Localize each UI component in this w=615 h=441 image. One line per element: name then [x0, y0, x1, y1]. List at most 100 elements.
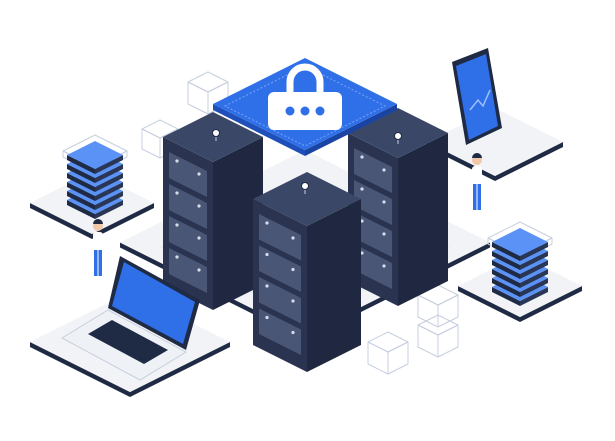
tower-right-layer-2-right-face [520, 260, 548, 279]
connector-node [212, 129, 220, 137]
rack-back-right-led [382, 232, 386, 236]
phone-screen [456, 54, 498, 140]
man-leg [477, 184, 481, 210]
rack-back-right-led [382, 200, 386, 204]
wire-cube-1-top-face [141, 119, 179, 139]
data-layer-towers [62, 134, 553, 306]
lock-shackle [286, 63, 324, 92]
laptop-screen [112, 262, 195, 344]
tower-right-layer-5-left-face [492, 287, 520, 306]
lock-panel [212, 58, 402, 194]
lock-dot [300, 106, 310, 116]
tower-left-layer-0-right-face [95, 155, 123, 174]
rack-front [253, 172, 361, 372]
rack-back-right-drive-0 [354, 148, 392, 193]
tower-left-layer-5-left-face [67, 200, 95, 219]
man-leg [473, 184, 477, 210]
tower-left-layer-4-left-face [67, 191, 95, 210]
rack-back-right-drive-1 [354, 180, 392, 225]
tower-right-layer-0-right-face [520, 242, 548, 261]
rack-back-right-drive-2 [354, 212, 392, 257]
rack-back-left-led [175, 223, 179, 227]
tower-left-layer-2-left-face [67, 173, 95, 192]
wire-cube-2 [367, 331, 409, 375]
tower-left-layer-5-right-face [95, 200, 123, 219]
tower-right [487, 221, 553, 306]
wire-cube-4-top-face [417, 314, 459, 336]
man-hair [472, 153, 482, 158]
lock-icon [268, 63, 342, 130]
man-torso [472, 166, 482, 184]
rack-front-top-face [253, 172, 361, 226]
rack-back-left-drive-3 [169, 248, 207, 293]
tower-left-layer-0-left-face [67, 155, 95, 174]
tower-left-layer-2-right-face [95, 173, 123, 192]
tower-right-layer-2-left-face [492, 260, 520, 279]
tower-left-layer-0 [67, 141, 123, 174]
platform-laptop-right-face [130, 342, 230, 397]
phone [452, 48, 502, 145]
tower-left-layer-3-right-face [95, 182, 123, 201]
tower-left-layer-1-right-face [95, 164, 123, 183]
man [472, 153, 482, 210]
rack-back-left-led [175, 191, 179, 195]
chart-line [469, 89, 491, 111]
rack-back-right-led [360, 187, 364, 191]
tower-right-layer-3-left-face [492, 269, 520, 288]
rack-front-led [265, 252, 269, 257]
lock-dot [285, 106, 295, 116]
connector-node [394, 132, 402, 140]
woman-leg [98, 250, 102, 276]
rack-front-led [265, 315, 269, 320]
tower-right-layer-0 [492, 228, 548, 261]
rack-back-left-drive-2 [169, 216, 207, 261]
rack-back-right-right-face [398, 133, 448, 306]
tower-right-layer-3-right-face [520, 269, 548, 288]
rack-front-drive-2 [259, 277, 301, 324]
rack-front-led [291, 330, 295, 335]
platform-left-tower-left-face [30, 203, 92, 239]
platform-right-tower-left-face [458, 286, 520, 322]
platform-phone-top-face [427, 108, 563, 176]
tower-left [62, 134, 128, 219]
rack-back-left-led [197, 204, 201, 208]
wireframe-cubes [141, 71, 459, 375]
rack-back-right-led [382, 168, 386, 172]
laptop-keyboard [88, 320, 168, 364]
woman-torso [93, 232, 103, 250]
rack-front-led [265, 221, 269, 225]
tower-right-layer-1-right-face [520, 251, 548, 270]
rack-back-right-led [360, 251, 364, 255]
rack-back-left-drive-1 [169, 184, 207, 229]
rack-front-led [291, 299, 295, 303]
platform-right-tower-right-face [520, 286, 582, 322]
rack-back-right-led [360, 219, 364, 223]
tower-right-layer-1-left-face [492, 251, 520, 270]
woman [93, 219, 103, 276]
tower-left-layer-1-left-face [67, 164, 95, 183]
lock-dot [315, 106, 325, 116]
tower-right-layer-5-right-face [520, 287, 548, 306]
laptop [60, 256, 200, 381]
tower-right-layer-0-left-face [492, 242, 520, 261]
rack-back-left-led [197, 172, 201, 176]
rack-front-drive-3 [259, 308, 301, 355]
connector-node [301, 182, 309, 190]
lock-panel-slab-right-face [305, 104, 397, 156]
platform-laptop-left-face [30, 342, 130, 397]
lock-panel-slab-left-face [213, 104, 305, 156]
woman-hair [93, 219, 103, 224]
rack-back-left-drive-0 [169, 152, 207, 197]
rack-back-left-right-face [213, 137, 263, 310]
rack-front-right-face [307, 199, 361, 372]
rack-back-right [348, 108, 448, 306]
tower-left-layer-0-top-face [67, 141, 123, 169]
wire-cube-2-top-face [367, 331, 409, 353]
rack-back-right-led [360, 155, 364, 159]
wire-cube-4 [417, 314, 459, 358]
wire-cube-0-top-face [187, 71, 229, 93]
platform-left-tower-right-face [92, 203, 154, 239]
tower-left-layer-3-left-face [67, 182, 95, 201]
tower-right-layer-0-top-face [492, 228, 548, 256]
